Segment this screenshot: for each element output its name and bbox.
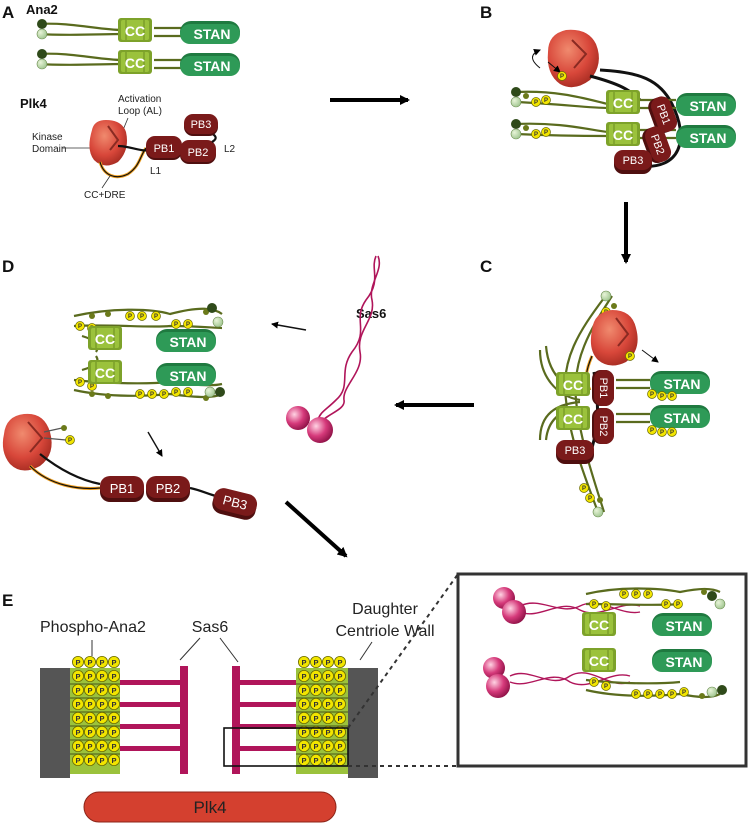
right-centriole-wall (348, 668, 378, 778)
kinase-domain-icon (2, 413, 52, 471)
pb3-label: PB3 (623, 155, 644, 167)
stan-label: STAN (689, 130, 726, 146)
panel-b: B CC CC STAN (480, 3, 736, 174)
kinase-domain-icon (547, 29, 599, 88)
plk4-bar (83, 791, 337, 823)
phospho-ana2-cluster-right (296, 655, 348, 774)
kinase-domain-label-2: Domain (32, 144, 66, 155)
sas6-label: Sas6 (192, 619, 229, 636)
zoom-region-box (223, 727, 349, 767)
cc-label: CC (563, 411, 583, 427)
arrow-icon (147, 431, 163, 457)
arrow-icon (271, 321, 307, 331)
panel-e: E Phospho-Ana2 Daughter Centriole Wall S… (2, 573, 459, 823)
pb2-label: PB2 (188, 147, 209, 159)
stan-label: STAN (169, 334, 206, 350)
pb1-label: PB1 (154, 143, 175, 155)
daughter-centriole-wall-label-2: Centriole Wall (336, 623, 435, 640)
stan-label: STAN (193, 58, 230, 74)
panel-label-c: C (480, 257, 492, 276)
activation-loop-label-2: Loop (AL) (118, 106, 162, 117)
pb1-label: PB1 (597, 378, 609, 399)
cc-label: CC (563, 377, 583, 393)
panel-c: C CC CC PB1 (480, 257, 710, 518)
ana2-label: Ana2 (26, 2, 58, 17)
panel-label-b: B (480, 3, 492, 22)
stan-label: STAN (665, 618, 702, 634)
cc-label: CC (589, 653, 609, 669)
stan-label: STAN (663, 410, 700, 426)
kinase-domain-label: Kinase (32, 132, 63, 143)
stan-label: STAN (193, 26, 230, 42)
kinase-domain-icon (590, 310, 638, 366)
panel-d: D Sas6 CC CC STAN STAN (2, 255, 386, 520)
zoom-inset: CC CC STAN STAN (456, 572, 748, 768)
stan-label: STAN (169, 368, 206, 384)
panel-label-a: A (2, 3, 14, 22)
l2-label: L2 (224, 144, 236, 155)
pb1-label: PB1 (110, 481, 135, 496)
stan-label: STAN (665, 654, 702, 670)
sas6-head-icon (483, 657, 505, 679)
cc-label: CC (95, 331, 115, 347)
sas6-head-icon (486, 674, 510, 698)
stan-label: STAN (663, 376, 700, 392)
phospho-ana2-cluster-left (70, 655, 121, 774)
pb3-label: PB3 (191, 119, 212, 131)
l1-label: L1 (150, 166, 162, 177)
panel-label-e: E (2, 591, 13, 610)
pb2-label: PB2 (597, 416, 609, 437)
cc-dre-label: CC+DRE (84, 190, 126, 201)
phospho-ana2-label: Phospho-Ana2 (40, 619, 146, 636)
panel-a: A Ana2 CC CC STAN STAN Plk4 Activation L… (2, 2, 240, 201)
activation-loop-label: Activation (118, 94, 161, 105)
daughter-centriole-wall-label: Daughter (352, 601, 418, 618)
stan-label: STAN (689, 98, 726, 114)
pb2-label: PB2 (156, 481, 181, 496)
pb3-label: PB3 (221, 492, 248, 513)
cc-label: CC (125, 23, 145, 39)
cc-label: CC (589, 617, 609, 633)
kinase-domain-icon (89, 120, 127, 166)
pb3-label: PB3 (565, 445, 586, 457)
sas6-head-icon (286, 406, 310, 430)
left-centriole-wall (40, 668, 70, 778)
panel-label-d: D (2, 257, 14, 276)
cc-label: CC (125, 55, 145, 71)
arrow-icon (284, 500, 348, 558)
plk4-bar-label: Plk4 (193, 798, 226, 817)
cc-label: CC (613, 95, 633, 111)
sas6-head-icon (307, 417, 333, 443)
plk4-label: Plk4 (20, 96, 48, 111)
sas6-head-icon (502, 600, 526, 624)
cc-label: CC (95, 365, 115, 381)
cc-label: CC (613, 127, 633, 143)
